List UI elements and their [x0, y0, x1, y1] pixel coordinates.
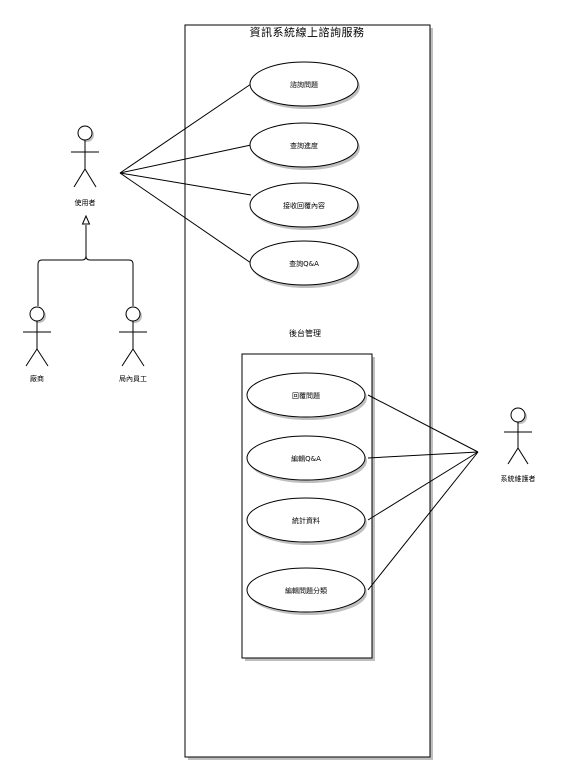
system-title: 資訊系統線上諮詢服務: [250, 25, 365, 39]
actor-head-icon: [510, 407, 526, 423]
actor-label: 系統維護者: [501, 474, 536, 483]
actor-label: 使用者: [75, 198, 96, 207]
use-case-bc1: 回覆問題: [246, 372, 367, 420]
actor-head-icon: [77, 125, 93, 141]
actor-label: 廠商: [30, 374, 44, 383]
use-case-bc4: 編輯問題分類: [246, 567, 367, 615]
generalization: [37, 214, 134, 306]
admin-associations: [367, 394, 479, 591]
use-case-label: 回覆問題: [292, 392, 320, 400]
backend-title: 後台管理: [289, 328, 321, 338]
actor-label: 局內員工: [119, 374, 147, 383]
actor-user: 使用者: [71, 125, 99, 207]
use-case-label: 查詢進度: [290, 141, 318, 150]
actor-staff: 局內員工: [119, 306, 147, 383]
use-case-label: 諮詢問題: [290, 80, 318, 89]
use-case-label: 編輯問題分類: [285, 586, 327, 595]
use-case-label: 編輯Q&A: [291, 454, 321, 463]
actor-admin: 系統維護者: [501, 407, 536, 483]
use-case-uc2: 查詢進度: [249, 122, 360, 170]
use-case-label: 統計資料: [292, 516, 320, 525]
actor-head-icon: [125, 306, 141, 322]
use-case-bc2: 編輯Q&A: [246, 435, 367, 483]
use-case-label: 查詢Q&A: [289, 259, 319, 268]
use-case-uc4: 查詢Q&A: [249, 240, 360, 288]
user-associations: [119, 83, 252, 264]
actor-head-icon: [29, 306, 45, 322]
use-case-uc3: 接收回覆內容: [249, 182, 360, 230]
use-case-uc1: 諮詢問題: [249, 61, 360, 109]
use-case-label: 接收回覆內容: [283, 201, 325, 210]
generalization-arrow: [81, 214, 91, 225]
actor-vendor: 廠商: [23, 306, 51, 383]
use-case-bc3: 統計資料: [246, 497, 367, 545]
